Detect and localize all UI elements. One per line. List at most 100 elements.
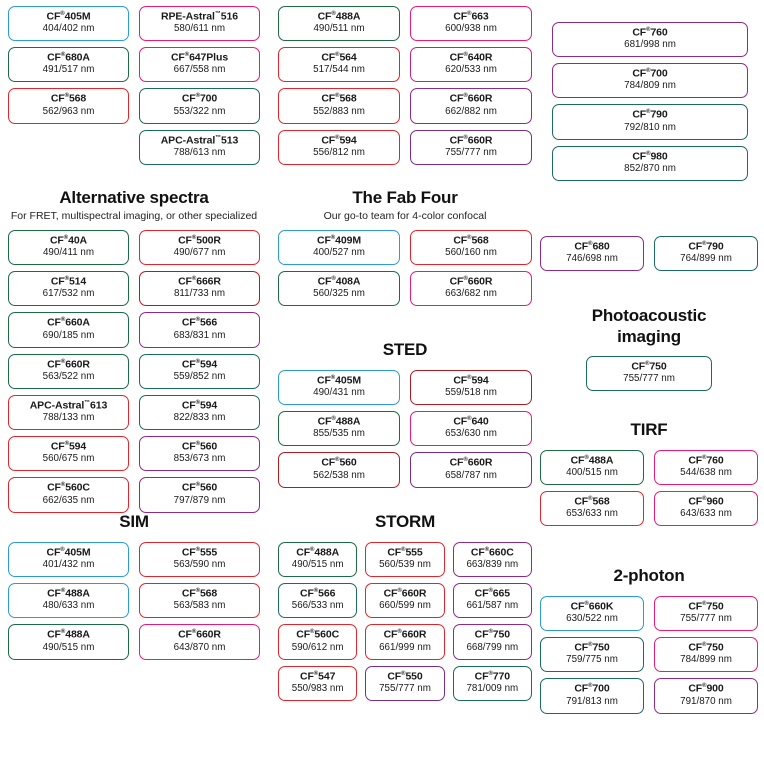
dye-spectra: 792/810 nm [624,121,676,133]
dye-name: CF®594 [453,374,489,387]
dye-spectra: 590/612 nm [291,641,344,653]
dye-name: CF®665 [474,587,510,600]
dye-name: CF®660R [178,628,221,641]
dye-spectra: 563/590 nm [173,559,226,571]
dye-spectra: 667/558 nm [173,64,226,76]
dye-name: CF®568 [181,587,218,600]
dye-name: CF®500R [178,234,221,247]
dye-spectra: 617/532 nm [42,288,95,300]
trademark-mark: ® [313,670,319,677]
dye-spectra: 855/535 nm [313,428,365,440]
dye-name: CF®770 [474,670,510,683]
dye-spectra: 563/583 nm [173,600,226,612]
trademark-mark: ® [195,358,200,365]
dye-name: CF®594 [181,358,218,371]
trademark-mark: ® [195,317,200,324]
dye-spectra: 643/633 nm [680,508,732,520]
dye-name: CF®750 [474,628,510,641]
dye-name: CF®750 [688,600,724,613]
